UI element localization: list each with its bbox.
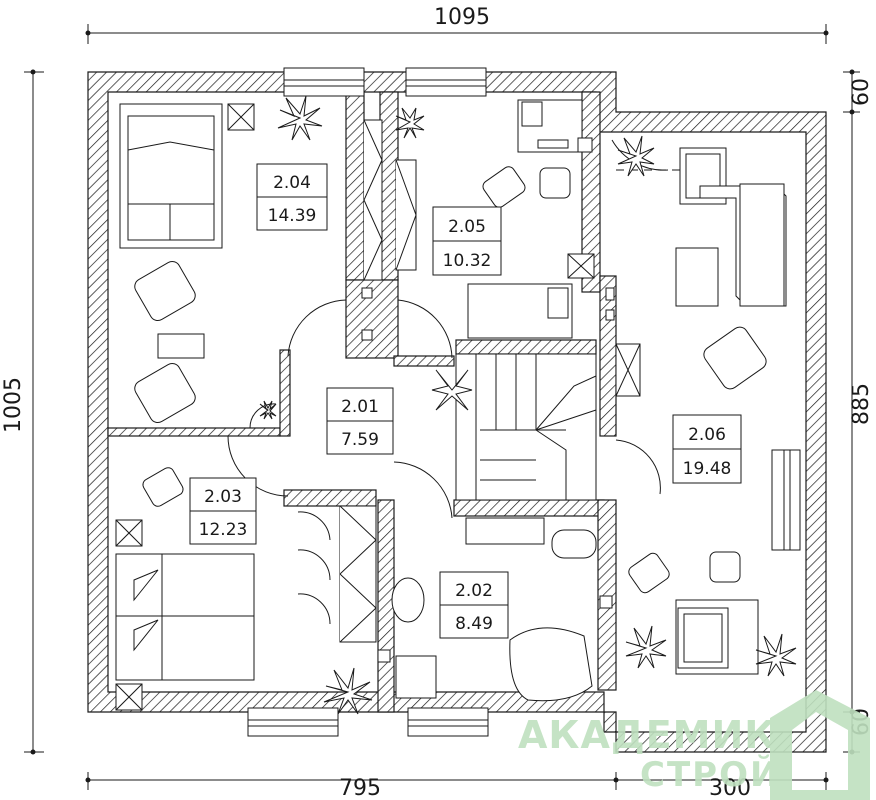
closet [339, 119, 417, 643]
room-area: 10.32 [443, 251, 492, 271]
room-label-2-01: 2.01 7.59 [326, 387, 394, 455]
room-label-2-06: 2.06 19.48 [672, 414, 742, 484]
room-label-2-03: 2.03 12.23 [189, 477, 257, 545]
room-area: 14.39 [268, 206, 317, 226]
plants [259, 95, 797, 715]
plant-icon [625, 625, 667, 669]
room-area: 19.48 [683, 459, 732, 479]
room-number: 2.01 [341, 397, 379, 417]
staircase [455, 353, 597, 501]
room-area: 8.49 [455, 614, 493, 634]
windows [247, 67, 801, 737]
room-number: 2.04 [273, 173, 311, 193]
room-area: 12.23 [199, 520, 248, 540]
watermark-line1: АКАДЕМИК [518, 713, 776, 757]
room-area: 7.59 [341, 430, 379, 450]
watermark-logo: АКАДЕМИК СТРОЙ [518, 690, 870, 800]
plant-icon [323, 667, 373, 715]
room-label-2-04: 2.04 14.39 [256, 163, 328, 231]
room-label-2-05: 2.05 10.32 [432, 206, 502, 276]
dimension-right-mid: 885 [849, 383, 874, 425]
walls [87, 71, 827, 753]
plant-icon [755, 633, 797, 677]
plant-icon [259, 400, 277, 420]
room-label-2-02: 2.02 8.49 [439, 571, 509, 639]
room-number: 2.02 [455, 581, 493, 601]
watermark-line2: СТРОЙ [640, 754, 780, 795]
dimension-right-top: 60 [849, 78, 874, 106]
dimension-bottom-left: 795 [339, 776, 381, 800]
plant-icon [431, 369, 473, 411]
furniture [115, 99, 787, 711]
plant-icon [395, 107, 425, 139]
plant-icon [277, 95, 323, 141]
dimension-left: 1005 [1, 377, 26, 433]
room-labels: 2.04 14.39 2.05 10.32 2.01 7.59 2.03 12.… [189, 163, 742, 639]
dimension-bottom-right: 300 [709, 776, 751, 800]
room-number: 2.03 [204, 487, 242, 507]
house-logo-icon [770, 690, 870, 800]
room-number: 2.06 [688, 425, 726, 445]
plant-icon [617, 135, 655, 177]
door-swings [227, 139, 720, 519]
room-number: 2.05 [448, 217, 486, 237]
dimension-top: 1095 [434, 5, 490, 30]
